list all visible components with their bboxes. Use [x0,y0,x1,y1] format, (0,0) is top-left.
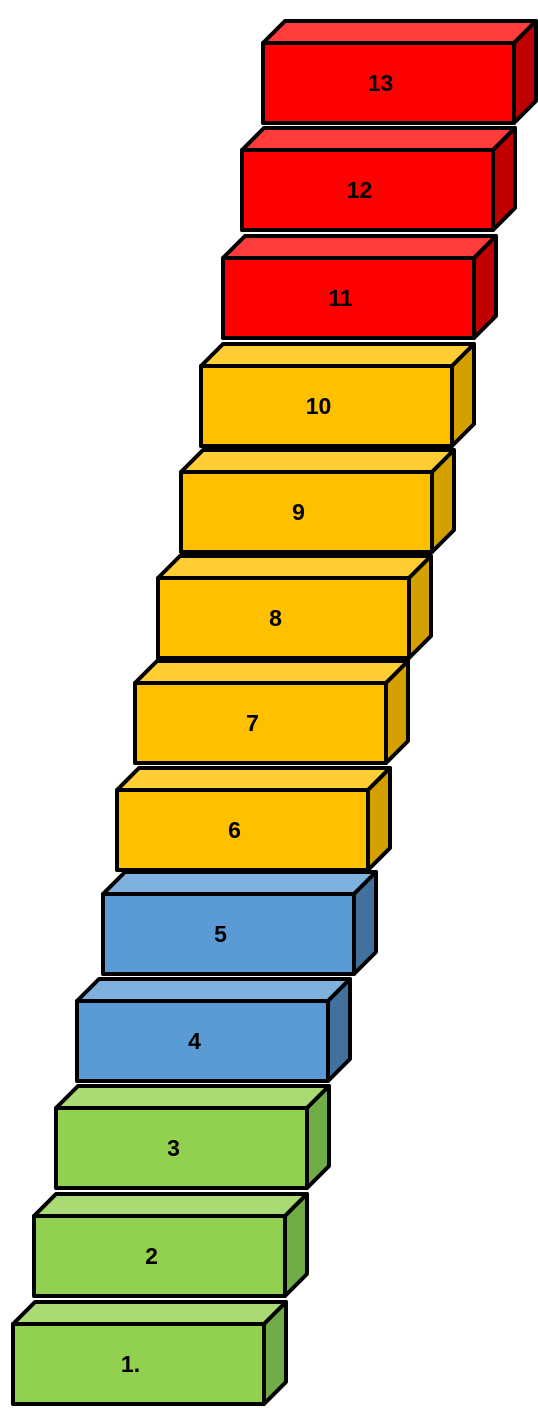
step-top-face [158,556,431,578]
step-label: 9 [292,499,305,525]
step-label: 6 [228,817,241,843]
step-7: 7 [135,661,408,763]
step-label: 5 [214,921,227,947]
step-2: 2 [34,1194,307,1296]
step-4: 4 [77,979,350,1081]
step-top-face [223,236,496,258]
step-label: 7 [246,710,259,736]
step-top-face [117,768,390,790]
step-front-face [117,790,368,870]
step-front-face [34,1216,285,1296]
step-3: 3 [56,1086,329,1188]
step-top-face [201,344,474,366]
step-label: 8 [269,605,282,631]
step-top-face [263,21,536,43]
step-label: 11 [328,285,353,311]
step-top-face [77,979,350,1001]
step-11: 11 [223,236,496,338]
step-top-face [181,450,454,472]
step-front-face [135,683,386,763]
step-1: 1. [13,1302,286,1404]
step-front-face [158,578,409,658]
step-front-face [103,894,354,974]
step-9: 9 [181,450,454,552]
step-12: 12 [242,128,515,230]
step-front-face [56,1108,307,1188]
step-top-face [135,661,408,683]
step-top-face [56,1086,329,1108]
step-8: 8 [158,556,431,658]
step-label: 10 [306,393,332,419]
step-10: 10 [201,344,474,446]
step-label: 13 [368,70,394,96]
step-top-face [103,872,376,894]
step-front-face [77,1001,328,1081]
step-label: 3 [167,1135,180,1161]
step-6: 6 [117,768,390,870]
step-top-face [34,1194,307,1216]
step-top-face [13,1302,286,1324]
step-label: 12 [347,177,373,203]
step-13: 13 [263,21,536,123]
step-5: 5 [103,872,376,974]
step-label: 2 [145,1243,158,1269]
step-top-face [242,128,515,150]
step-front-face [181,472,432,552]
step-label: 4 [188,1028,201,1054]
step-label: 1. [121,1351,140,1377]
